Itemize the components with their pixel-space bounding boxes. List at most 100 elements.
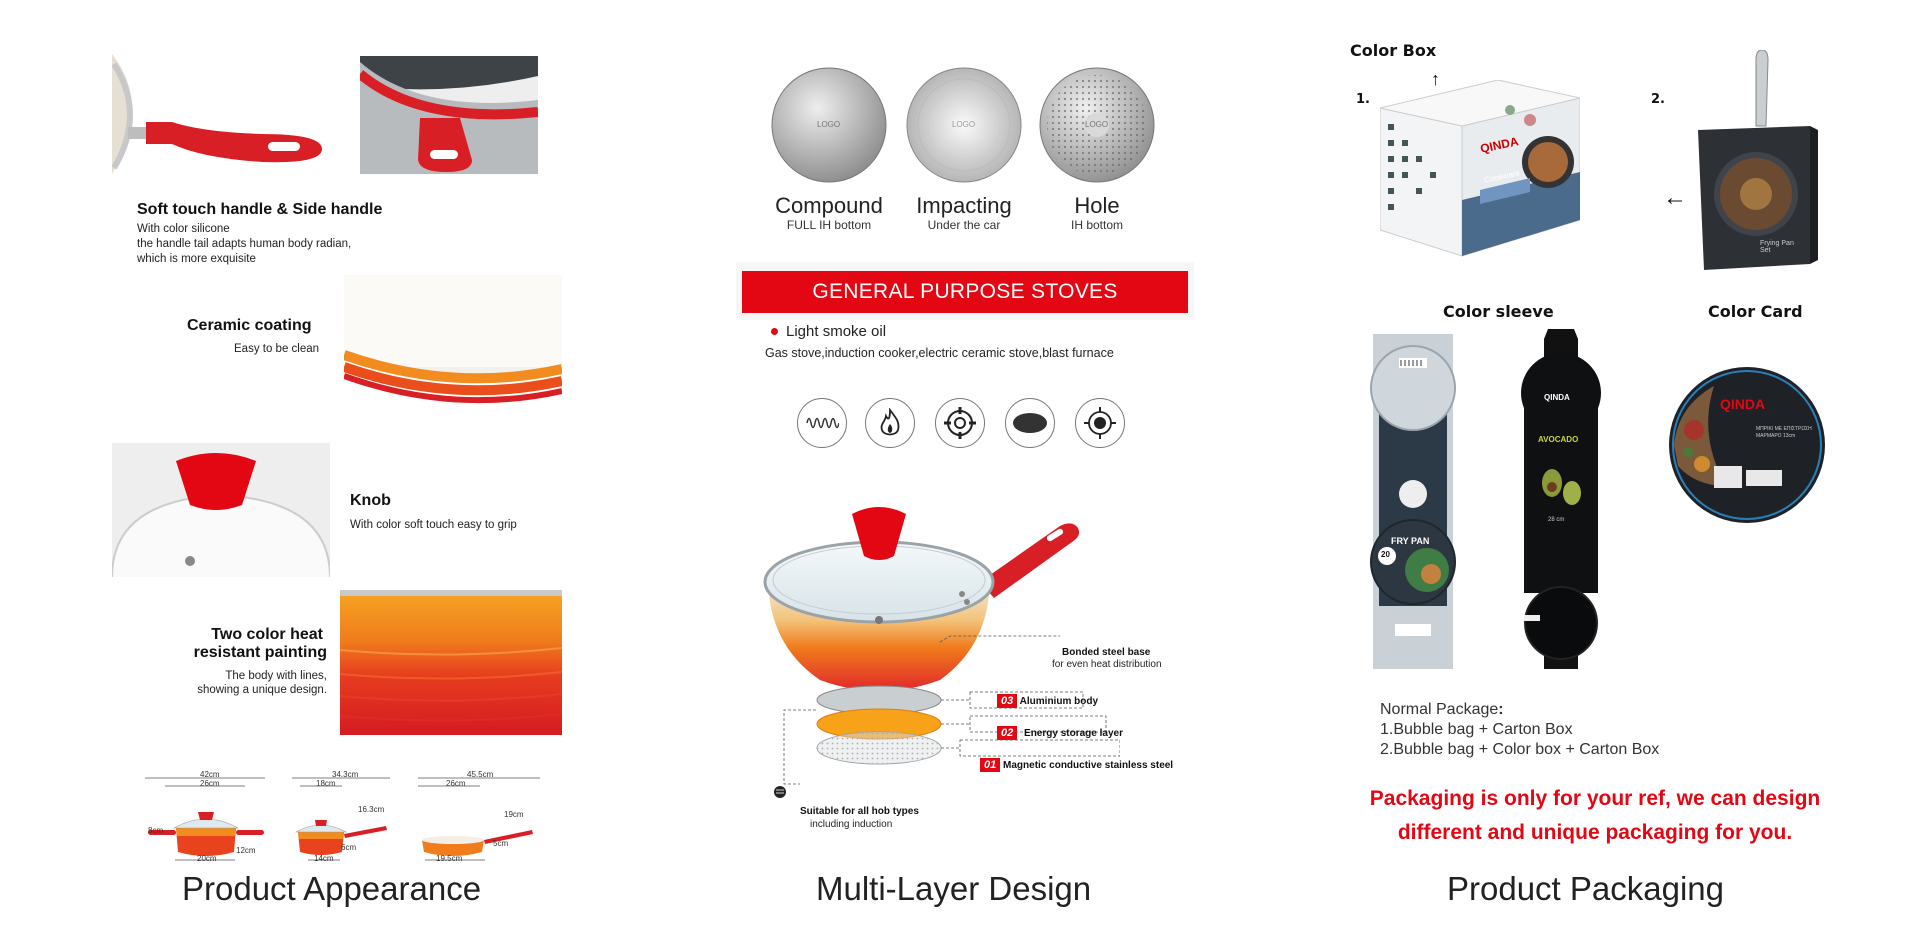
package-option-2: 2.Bubble bag + Color box + Carton Box bbox=[1380, 741, 1660, 758]
general-purpose-banner: GENERAL PURPOSE STOVES bbox=[742, 271, 1188, 313]
induction-hob-icon bbox=[1075, 398, 1125, 448]
step-1-label: 1. bbox=[1356, 92, 1370, 107]
feature-handle-line-1: With color silicone bbox=[137, 223, 230, 235]
layer-03-label: Aluminium body bbox=[1019, 696, 1099, 707]
sleeve2-brand: QINDA bbox=[1544, 393, 1570, 402]
layer-01: 01 Magnetic conductive stainless steel bbox=[980, 758, 1174, 772]
handle-photo bbox=[112, 54, 334, 174]
caption-product-packaging: Product Packaging bbox=[1447, 870, 1725, 907]
color-card-image: QINDA ΜΠΡΙΚΙ ΜΕ ΕΠΙΣΤΡΩΣΗ ΜΑΡΜΑΡΟ 13cm bbox=[1668, 366, 1826, 524]
dim-pot-height: 12cm bbox=[236, 846, 256, 855]
layer-01-label: Magnetic conductive stainless steel bbox=[1003, 760, 1174, 771]
layer-02-label: Energy storage layer bbox=[1024, 728, 1123, 739]
layer-02-num: 02 bbox=[997, 726, 1018, 740]
layer-02: 02 Energy storage layer bbox=[997, 726, 1123, 740]
disc-impacting-logo: LOGO bbox=[952, 120, 976, 129]
color-card-brand: QINDA bbox=[1720, 396, 1766, 412]
normal-package-label: Normal Package bbox=[1380, 701, 1499, 718]
dim-saucepan-height: 6cm bbox=[341, 843, 357, 852]
package-option-1: 1.Bubble bag + Carton Box bbox=[1380, 721, 1573, 738]
disc-hole-logo: LOGO bbox=[1085, 120, 1109, 129]
caption-multi-layer: Multi-Layer Design bbox=[816, 870, 1092, 907]
dim-frypan-handle: 19cm bbox=[504, 810, 524, 819]
multi-layer-panel: LOGO LOGO LOGO Compound FULL IH bottom I… bbox=[640, 0, 1280, 947]
sleeve1-size: 20 bbox=[1381, 550, 1390, 559]
feature-knob-title: Knob bbox=[350, 492, 391, 509]
arrow-left-icon: ← bbox=[1663, 184, 1687, 211]
normal-package-colon: : bbox=[1498, 701, 1504, 718]
dim-frypan-bottom: 19.5cm bbox=[436, 854, 463, 863]
painting-photo bbox=[340, 590, 562, 735]
gas-flame-icon bbox=[865, 398, 915, 448]
dim-frypan-top: 45.5cm bbox=[467, 770, 494, 779]
disc-impacting: LOGO bbox=[905, 66, 1023, 189]
disc-compound-sub: FULL IH bottom bbox=[786, 218, 872, 232]
layer-03-num: 03 bbox=[997, 694, 1018, 708]
sleeve-box-label: Frying Pan Set bbox=[1760, 240, 1794, 254]
coil-stove-icon bbox=[797, 398, 847, 448]
sleeve-box-image: Frying Pan Set bbox=[1698, 49, 1818, 270]
bonded-base-label-2: for even heat distribution bbox=[1052, 659, 1162, 670]
dim-pot-inner: 26cm bbox=[200, 779, 220, 788]
color-sleeve-fry-pan: FRY PAN 20 bbox=[1369, 334, 1457, 669]
feature-handle-line-2: the handle tail adapts human body radian… bbox=[137, 238, 352, 250]
disc-hole: LOGO bbox=[1038, 66, 1156, 189]
product-packaging-panel: Color Box ↑ 1. 2. QINDA Cookware ← bbox=[1280, 0, 1920, 947]
dim-saucepan-handle: 16.3cm bbox=[358, 805, 385, 814]
dim-pot-bottom: 20cm bbox=[197, 854, 217, 863]
packaging-note-line-2: different and unique packaging for you. bbox=[1397, 821, 1793, 844]
packaging-note-line-1: Packaging is only for your ref, we can d… bbox=[1369, 787, 1821, 810]
feature-painting-title-1: Two color heat bbox=[211, 626, 323, 643]
ceramic-hob-icon bbox=[1005, 398, 1055, 448]
layer-01-num: 01 bbox=[980, 758, 1001, 772]
disc-hole-sub: IH bottom bbox=[1070, 218, 1124, 232]
ceramic-coating-photo bbox=[344, 275, 562, 417]
multi-layer-pan-diagram bbox=[760, 496, 1121, 826]
sleeve2-label: AVOCADO bbox=[1538, 435, 1579, 444]
knob-photo bbox=[112, 443, 330, 577]
dim-saucepan-top: 34.3cm bbox=[332, 770, 359, 779]
disc-hole-name: Hole bbox=[1074, 193, 1120, 218]
disc-compound-logo: LOGO bbox=[817, 120, 841, 129]
bonded-base-label-1: Bonded steel base bbox=[1062, 647, 1151, 658]
disc-impacting-name: Impacting bbox=[916, 193, 1012, 218]
disc-impacting-sub: Under the car bbox=[927, 218, 1001, 232]
dim-pot-top: 42cm bbox=[200, 770, 220, 779]
feature-handle-line-3: which is more exquisite bbox=[137, 253, 256, 265]
feature-knob-sub: With color soft touch easy to grip bbox=[350, 519, 517, 531]
layer-03: 03 Aluminium body bbox=[997, 694, 1099, 708]
dim-saucepan-inner: 18cm bbox=[316, 779, 336, 788]
dim-pot-side: 8cm bbox=[148, 826, 164, 835]
feature-ceramic-title: Ceramic coating bbox=[187, 317, 312, 334]
caption-product-appearance: Product Appearance bbox=[182, 870, 482, 907]
feature-ceramic-sub: Easy to be clean bbox=[234, 343, 320, 355]
feature-painting-title-2: resistant painting bbox=[193, 644, 327, 661]
hob-label-1: Suitable for all hob types bbox=[800, 806, 919, 817]
color-sleeve-heading: Color sleeve bbox=[1443, 302, 1554, 321]
color-card-heading: Color Card bbox=[1708, 302, 1803, 321]
product-appearance-panel: Soft touch handle & Side handle With col… bbox=[0, 0, 640, 947]
light-smoke-oil: Light smoke oil bbox=[786, 323, 887, 340]
color-box-heading: Color Box bbox=[1350, 41, 1437, 60]
dimension-diagrams bbox=[140, 768, 560, 868]
gas-burner-icon bbox=[935, 398, 985, 448]
sleeve2-size: 28 cm bbox=[1548, 517, 1565, 523]
feature-handle-title: Soft touch handle & Side handle bbox=[137, 201, 383, 218]
step-2-label: 2. bbox=[1651, 92, 1665, 107]
normal-package-title: Normal Package: bbox=[1380, 700, 1504, 720]
hob-label-2: including induction bbox=[810, 819, 893, 830]
stoves-line: Gas stove,induction cooker,electric cera… bbox=[765, 346, 1114, 360]
dim-frypan-inner: 26cm bbox=[446, 779, 466, 788]
disc-compound: LOGO bbox=[770, 66, 888, 189]
dim-frypan-height: 5cm bbox=[493, 839, 509, 848]
color-sleeve-avocado: QINDA AVOCADO 28 cm bbox=[1516, 329, 1606, 669]
bullet-dot bbox=[771, 328, 778, 335]
feature-painting-sub-2: showing a unique design. bbox=[197, 684, 327, 696]
feature-painting-sub-1: The body with lines, bbox=[225, 670, 327, 682]
sleeve1-label: FRY PAN bbox=[1391, 536, 1430, 546]
disc-compound-name: Compound bbox=[775, 193, 883, 218]
color-card-text: ΜΠΡΙΚΙ ΜΕ ΕΠΙΣΤΡΩΣΗ ΜΑΡΜΑΡΟ 13cm bbox=[1756, 426, 1812, 439]
arrow-up-icon: ↑ bbox=[1431, 69, 1440, 89]
dim-saucepan-bottom: 14cm bbox=[314, 854, 334, 863]
color-box-image: QINDA Cookware bbox=[1379, 79, 1581, 258]
